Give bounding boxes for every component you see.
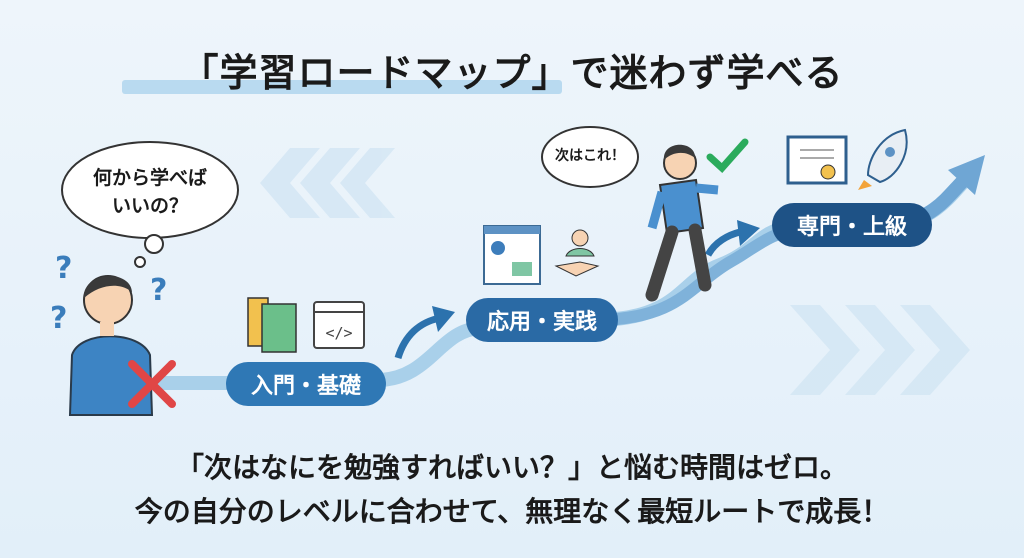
speech-bubble	[541, 126, 639, 188]
title-highlight	[122, 80, 562, 94]
roadmap-path	[153, 168, 977, 390]
stage-advanced: 専門・上級	[772, 203, 932, 247]
svg-text:</>: </>	[325, 324, 352, 342]
thought-line-2: いいの？	[111, 194, 188, 217]
thought-bubble-text: 何から学べば いいの？	[64, 165, 236, 220]
code-window-icon: </>	[313, 301, 365, 349]
handshake-icon	[554, 229, 600, 277]
curved-arrow-icon	[704, 228, 741, 257]
stage-beginner: 入門・基礎	[226, 362, 386, 406]
books-icon	[247, 297, 297, 353]
presentation-board-icon	[483, 225, 541, 285]
red-x-icon	[128, 360, 176, 408]
thought-bubble	[61, 141, 239, 268]
chevron-left-decor-icon	[260, 148, 395, 218]
speech-bubble-text: 次はこれ！	[555, 148, 625, 164]
chevron-right-decor-icon	[790, 305, 970, 395]
check-icon	[706, 138, 749, 173]
stage-applied: 応用・実践	[466, 298, 618, 342]
curved-arrow-icon	[394, 314, 441, 360]
path-arrowhead-icon	[948, 155, 985, 195]
rocket-icon	[858, 128, 908, 190]
thought-line-1: 何から学べば	[92, 167, 207, 189]
certificate-icon	[786, 135, 848, 185]
bottom-text-line-2: 今の自分のレベルに合わせて、無理なく最短ルートで成長！	[134, 495, 890, 528]
page-title: 「学習ロードマップ」で迷わず学べる	[180, 51, 844, 95]
bottom-text-line-1: 「次はなにを勉強すればいい？」と悩む時間はゼロ。	[175, 451, 848, 484]
confused-person-figure	[68, 275, 154, 416]
svg-text:?: ?	[50, 301, 67, 336]
walking-person-figure	[645, 144, 719, 302]
svg-text:?: ?	[55, 251, 72, 286]
question-mark-icon: ???	[50, 251, 167, 336]
svg-text:?: ?	[150, 273, 167, 308]
